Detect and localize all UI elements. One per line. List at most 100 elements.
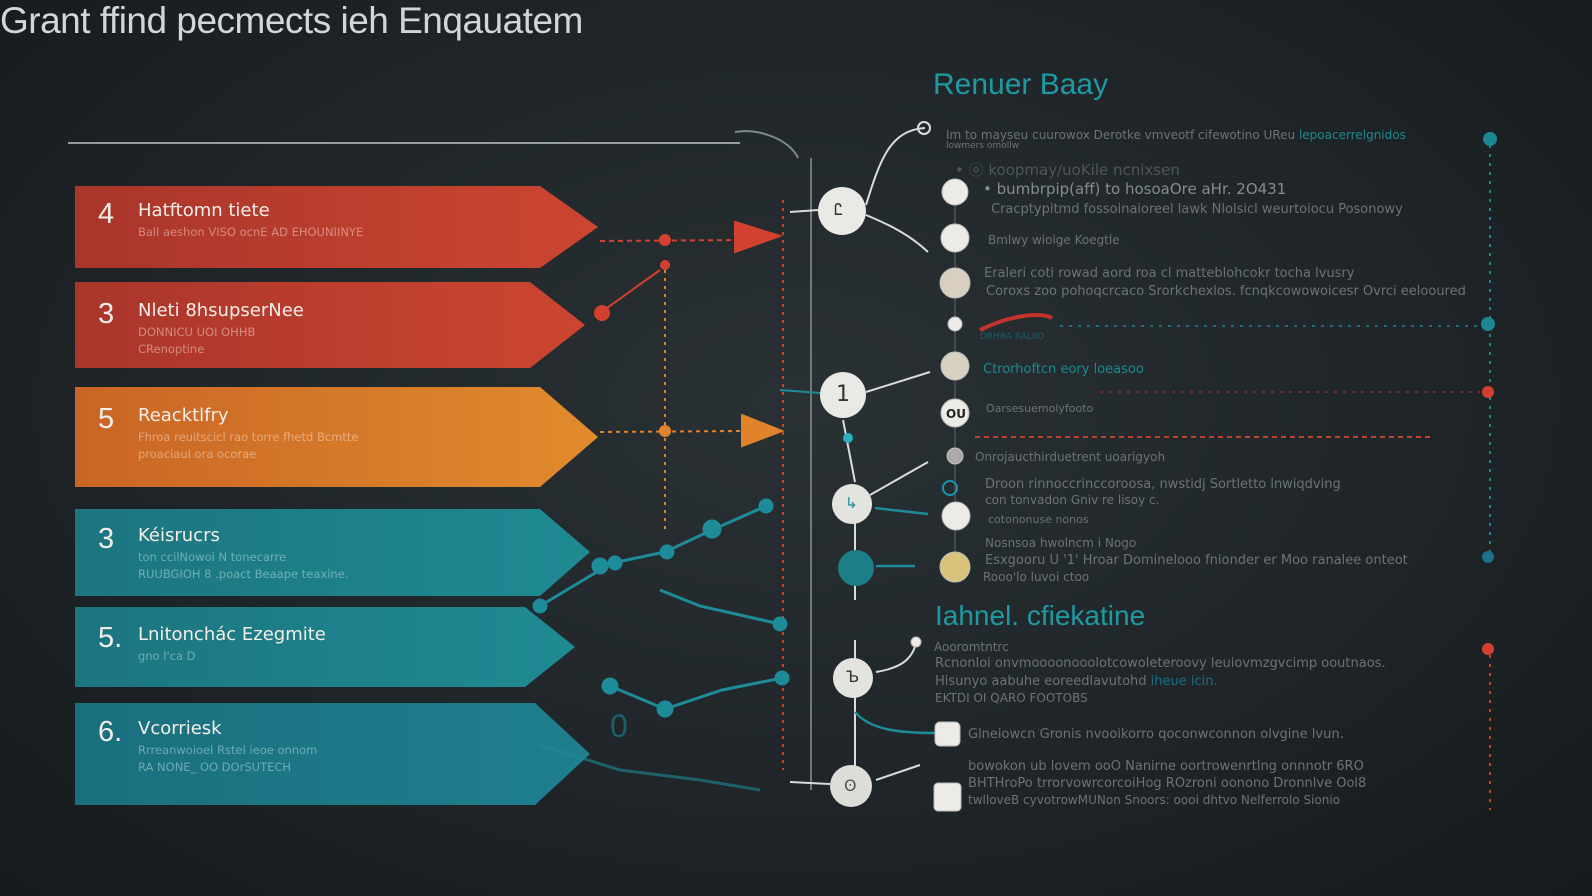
right-text: Aooromtntrc bbox=[934, 640, 1009, 654]
right-text: Ctrorhoftcn eory loeasoo bbox=[983, 362, 1144, 377]
red-swoosh-decor bbox=[979, 313, 1053, 332]
section-heading-1: Renuer Baay bbox=[933, 68, 1109, 101]
right-text: bowokon ub lovem ooO Nanirne oortrowenrt… bbox=[968, 759, 1364, 774]
teal-connectors bbox=[532, 498, 790, 792]
right-text: Glneiowcn Gronis nvooikorro qoconwconnon… bbox=[968, 727, 1344, 742]
node-6-label: ʘ bbox=[844, 776, 857, 795]
banner-shape-2 bbox=[75, 282, 585, 368]
node-1-label: Ꮭ bbox=[834, 200, 844, 219]
banner-title: Reacktlfry bbox=[138, 405, 229, 426]
desc-line: proaciaul ora ocorae bbox=[138, 447, 257, 461]
text-span-teal: iheue icin. bbox=[1150, 674, 1218, 689]
right-text: lowmers omollw bbox=[946, 141, 1020, 151]
icon-column-icons bbox=[910, 121, 971, 812]
banner-number: 4 bbox=[98, 198, 115, 230]
right-text: EKTDI OI QARO FOOTOBS bbox=[935, 691, 1088, 705]
page-title: Grant ffind pecmects ieh Enqauatem bbox=[0, 0, 583, 41]
banner-number: 3 bbox=[98, 298, 115, 330]
text-span-teal: lepoacerrelgnidos bbox=[1298, 128, 1406, 142]
building-icon bbox=[933, 782, 962, 812]
right-text: Cracptypitmd fossoinaioreel lawk Nlolsic… bbox=[991, 202, 1403, 217]
banner-number: 3 bbox=[98, 523, 115, 555]
banner-title: Nleti 8hsupserNee bbox=[138, 300, 304, 321]
banner-desc: Ball aeshon VISO ocnE AD EHOUNIINYE bbox=[138, 225, 364, 239]
text-span: Im to mayseu cuurowox Derotke vmveotf ci… bbox=[946, 128, 1296, 142]
right-text: BHTHroPo trrorvowrcorcoiHog ROzroni oono… bbox=[968, 776, 1367, 791]
rail-marker-1 bbox=[1483, 132, 1497, 146]
right-text: Esxgooru U '1' Hroar Dominelooo fnionder… bbox=[985, 553, 1408, 568]
banner-shape-5 bbox=[75, 607, 575, 687]
banner-title: Lnitonchác Ezegmite bbox=[138, 624, 326, 645]
right-text: Droon rinnoccrinccoroosa, nwstidj Sortle… bbox=[985, 477, 1341, 492]
node-2-label: 1 bbox=[836, 382, 850, 407]
red-connectors bbox=[594, 220, 784, 321]
badge-icon bbox=[939, 267, 971, 299]
right-text: • ⓞ koopmay/uoKile ncnixsen bbox=[955, 161, 1180, 179]
right-text: Rcnonloi onvmoooonooolotcowoleteroovy le… bbox=[935, 656, 1386, 671]
link-icon bbox=[917, 121, 931, 135]
banner-title: Hatftomn tiete bbox=[138, 200, 270, 221]
rail-marker-3 bbox=[1482, 386, 1494, 398]
desc-line: DONNICU UOI OHHB bbox=[138, 325, 256, 339]
right-text: Im to mayseu cuurowox Derotke vmveotf ci… bbox=[946, 128, 1406, 142]
section-heading-2: Iahnel. cfiekatine bbox=[935, 600, 1146, 631]
medal-icon bbox=[939, 551, 971, 583]
node-5 bbox=[833, 658, 873, 698]
node-5-label: Ъ bbox=[846, 667, 860, 686]
desc-line: CRenoptine bbox=[138, 342, 205, 356]
teal-node-links bbox=[854, 506, 936, 735]
banner-number: 6. bbox=[98, 716, 123, 748]
desc-line: Fhroa reuitscicl rao torre fhetd Bcmtte bbox=[138, 430, 359, 444]
face-icon bbox=[940, 223, 970, 253]
node-3 bbox=[832, 484, 872, 524]
rail-marker-4 bbox=[1482, 551, 1494, 563]
right-text: con tonvadon Gniv re lisoy c. bbox=[985, 493, 1160, 507]
desc-line: RUUBGIOH 8 .poact Beaape teaxine. bbox=[138, 567, 349, 581]
refresh-icon bbox=[942, 480, 958, 496]
banner-shape-4 bbox=[75, 509, 590, 596]
rail-marker-5 bbox=[1482, 643, 1494, 655]
banner-number: 5 bbox=[98, 403, 115, 435]
eye-icon bbox=[941, 178, 969, 206]
right-text: cotononuse nonos bbox=[988, 513, 1089, 526]
right-text: Eraleri coti rowad aord roa cl mattebloh… bbox=[984, 266, 1355, 281]
title-arrow-decor bbox=[734, 130, 799, 159]
banner-shape-1 bbox=[75, 186, 598, 268]
ou-icon bbox=[940, 398, 970, 428]
banner-title: Vcorriesk bbox=[138, 718, 222, 739]
right-text: Coroxs zoo pohoqcrcaco Srorkchexlos. fcn… bbox=[986, 284, 1466, 299]
right-text: DRHRA RALIIO bbox=[980, 332, 1045, 342]
desc-line: Rrreanwoioel Rstel ieoe onnom bbox=[138, 743, 318, 757]
right-text: Rooo'lo luvoi ctoo bbox=[983, 570, 1090, 584]
moon-icon bbox=[946, 447, 964, 465]
banner-shape-6 bbox=[75, 703, 590, 805]
chat-icon bbox=[934, 721, 961, 747]
node-6 bbox=[830, 765, 872, 807]
banner-desc: gno l'ca D bbox=[138, 649, 196, 663]
teal-dot bbox=[843, 433, 853, 443]
banner-desc: Fhroa reuitscicl rao torre fhetd Bcmtte p… bbox=[138, 429, 358, 463]
desc-line: RA NONE_ OO DOrSUTECH bbox=[138, 760, 292, 774]
right-text: twlloveB cyvotrowMUNon Snoors: oooi dhtv… bbox=[968, 793, 1341, 807]
dot-icon bbox=[947, 316, 963, 332]
banner-desc: Rrreanwoioel Rstel ieoe onnom RA NONE_ OO… bbox=[138, 742, 317, 776]
doc-icon bbox=[941, 501, 971, 531]
node-3-label: ↳ bbox=[845, 494, 858, 512]
banner-desc: DONNICU UOI OHHB CRenoptine bbox=[138, 324, 255, 358]
coin-icon bbox=[940, 351, 970, 381]
right-text: Oarsesuemolyfooto bbox=[986, 402, 1094, 415]
node-1 bbox=[818, 187, 866, 235]
desc-line: ton ccilNowoi N tonecarre bbox=[138, 550, 287, 564]
right-text: Onrojaucthirduetrent uoarigyoh bbox=[975, 450, 1166, 464]
rail-marker-2 bbox=[1481, 317, 1495, 331]
node-2 bbox=[820, 372, 866, 418]
right-text: Nosnsoa hwolncm i Nogo bbox=[985, 536, 1137, 550]
node-4 bbox=[838, 550, 874, 586]
right-text: • bumbrpip(aff) to hosoaOre aHr. 2O431 bbox=[983, 180, 1287, 198]
banner-number: 5. bbox=[98, 622, 123, 654]
ou-icon-label: OU bbox=[946, 407, 966, 421]
right-text: Hisunyo aabuhe eoreedlavutohd iheue icin… bbox=[935, 674, 1218, 689]
text-span: Hisunyo aabuhe eoreedlavutohd bbox=[935, 674, 1147, 689]
right-text: Bmlwy wiolge Koegtle bbox=[988, 233, 1120, 247]
